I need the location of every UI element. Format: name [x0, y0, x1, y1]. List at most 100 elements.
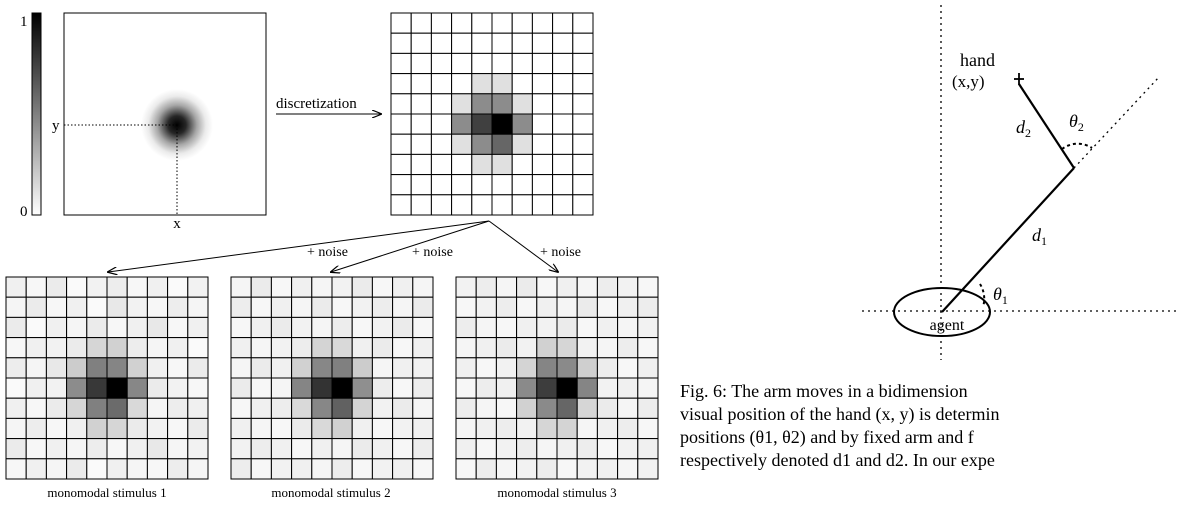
grid-cell	[66, 438, 88, 460]
grid-cell	[106, 458, 128, 480]
x-label: x	[173, 216, 181, 232]
grid-cell	[311, 438, 333, 460]
grid-cell	[475, 337, 497, 359]
grid-cell	[455, 397, 477, 419]
grid-cell	[491, 52, 513, 75]
grid-cell	[617, 458, 639, 480]
grid-cell	[126, 316, 148, 339]
grid-cell	[511, 73, 533, 95]
grid-cell	[556, 296, 578, 318]
grid-cell	[331, 357, 353, 379]
grid-cell	[187, 417, 209, 440]
grid-cell	[536, 337, 558, 359]
grid-cell	[5, 276, 27, 298]
grid-cell	[66, 316, 88, 339]
grid-cell	[536, 397, 558, 419]
grid-cell	[187, 296, 209, 318]
grid-cell	[572, 113, 594, 135]
grid-cell	[572, 194, 594, 216]
grid-cell	[430, 52, 453, 75]
noise-arrow-2	[331, 220, 490, 272]
grid-cell	[270, 377, 293, 399]
grid-cell	[5, 417, 27, 440]
grid-cell	[617, 316, 639, 339]
grid-cell	[430, 194, 453, 216]
grid-cell	[331, 458, 353, 480]
grid-cell	[410, 153, 432, 176]
grid-cell	[291, 417, 313, 440]
grid-cell	[596, 357, 619, 379]
grid-cell	[392, 276, 414, 298]
grid-cell	[5, 337, 27, 359]
grid-cell	[596, 337, 619, 359]
grid-cell	[552, 52, 574, 75]
grid-cell	[86, 458, 108, 480]
grid-cell	[351, 357, 373, 379]
grid-cell	[392, 417, 414, 440]
grid-cell	[25, 357, 47, 379]
grid-cell	[455, 458, 477, 480]
grid-cell	[331, 296, 353, 318]
grid-cell	[106, 417, 128, 440]
grid-cell	[572, 73, 594, 95]
grid-cell	[455, 417, 477, 440]
d1-label: d1	[1032, 225, 1047, 248]
grid-cell	[451, 73, 473, 95]
grid-cell	[187, 458, 209, 480]
grid-cell	[531, 32, 554, 54]
grid-cell	[495, 276, 518, 298]
grid-cell	[230, 377, 252, 399]
grid-cell	[270, 397, 293, 419]
grid-cell	[25, 458, 47, 480]
grid-cell	[471, 194, 493, 216]
noise-arrows: + noise + noise + noise	[108, 220, 581, 272]
colorbar-min-label: 0	[20, 204, 28, 220]
grid-cell	[491, 32, 513, 54]
grid-cell	[331, 337, 353, 359]
grid-cell	[556, 316, 578, 339]
grid-cell	[331, 397, 353, 419]
grid-cell	[495, 417, 518, 440]
grid-cell	[291, 377, 313, 399]
grid-cell	[106, 296, 128, 318]
grid-cell	[5, 438, 27, 460]
grid-cell	[311, 458, 333, 480]
grid-cell	[455, 377, 477, 399]
grid-cell	[516, 296, 538, 318]
grid-cell	[25, 316, 47, 339]
grid-cell	[187, 438, 209, 460]
grid-cell	[536, 316, 558, 339]
grid-cell	[66, 377, 88, 399]
grid-cell	[471, 133, 493, 155]
grid-cell	[495, 377, 518, 399]
grid-cell	[596, 296, 619, 318]
stimulus-label-2: monomodal stimulus 2	[271, 485, 390, 500]
noise-arrow-3	[488, 220, 558, 272]
grid-cell	[25, 337, 47, 359]
grid-cell	[495, 337, 518, 359]
grid-cell	[531, 93, 554, 115]
grid-cell	[167, 276, 189, 298]
caption-line-2: visual position of the hand (x, y) is de…	[680, 404, 1000, 424]
grid-cell	[390, 194, 412, 216]
grid-cell	[471, 12, 493, 34]
grid-cell	[230, 316, 252, 339]
grid-cell	[5, 296, 27, 318]
grid-cell	[495, 458, 518, 480]
grid-cell	[556, 458, 578, 480]
grid-cell	[86, 397, 108, 419]
grid-cell	[291, 296, 313, 318]
grid-cell	[617, 337, 639, 359]
grid-cell	[45, 458, 68, 480]
grid-cell	[126, 337, 148, 359]
grid-cell	[410, 174, 432, 196]
caption-line-1: Fig. 6: The arm moves in a bidimension	[680, 381, 968, 401]
grid-cell	[430, 73, 453, 95]
noise-label-1: + noise	[307, 245, 348, 260]
arm-extension	[1073, 75, 1161, 169]
grid-cell	[187, 357, 209, 379]
grid-cell	[491, 73, 513, 95]
grid-cell	[451, 133, 473, 155]
grid-cell	[146, 316, 169, 339]
